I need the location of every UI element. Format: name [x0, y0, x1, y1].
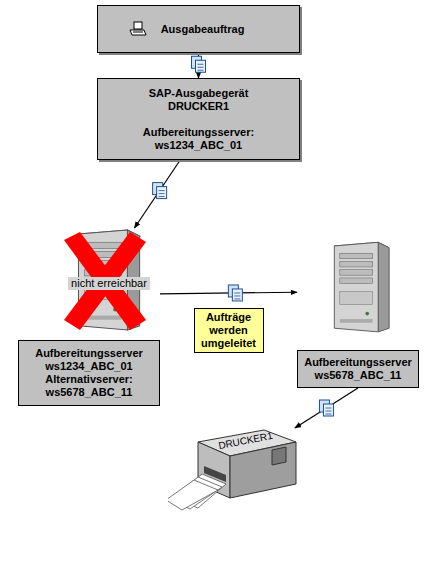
document-icon — [153, 183, 167, 199]
document-icon — [319, 400, 333, 416]
drawing-part — [340, 270, 373, 275]
drawing-part — [323, 404, 333, 416]
drawing-part — [196, 60, 206, 72]
server-node: nicht erreichbarAufbereitungsserver ws12… — [18, 228, 160, 406]
box-text: SAP-Ausgabegerät DRUCKER1 — [134, 87, 264, 113]
drawing-part — [198, 70, 204, 71]
drawing-part — [325, 408, 331, 409]
drawing-part — [340, 278, 373, 283]
drawing-part — [334, 242, 378, 332]
drawing-part — [198, 67, 204, 68]
drawing-part — [168, 480, 218, 510]
drawing-part — [232, 289, 242, 301]
drawing-part — [234, 292, 240, 293]
drawing-part — [133, 32, 143, 33]
drawing-part — [198, 64, 204, 65]
document-icon — [192, 56, 206, 72]
drawing-part — [340, 253, 373, 258]
server-label-box: Aufbereitungsserver ws5678_ABC_11 — [297, 350, 419, 388]
drawing-part — [159, 190, 165, 191]
drawing-part — [325, 414, 331, 415]
drawing-part — [378, 242, 389, 332]
printer-node: DRUCKER1 — [168, 428, 303, 513]
process-box: SAP-Ausgabegerät DRUCKER1Aufbereitungsse… — [97, 78, 300, 160]
server-text: Aufbereitungsserver ws5678_ABC_11 — [303, 356, 413, 382]
flow-arrow — [134, 160, 180, 228]
drawing-part — [230, 442, 296, 498]
drawing-part — [272, 447, 286, 465]
server-tower — [327, 236, 391, 340]
drawing-part — [325, 411, 331, 412]
drawing-part — [159, 196, 165, 197]
drawing-part — [134, 22, 142, 29]
print-icon — [129, 21, 147, 37]
server-label-box: Aufbereitungsserver ws1234_ABC_01 Altern… — [18, 340, 160, 406]
flow-arrow — [295, 388, 358, 428]
status-label: nicht erreichbar — [68, 277, 150, 290]
drawing-part — [234, 298, 240, 299]
server-node: Aufbereitungsserver ws5678_ABC_11 — [297, 236, 419, 388]
box-text: Aufbereitungsserver: ws1234_ABC_01 — [134, 126, 264, 152]
process-box: Ausgabeauftrag — [97, 5, 300, 53]
drawing-part — [130, 30, 146, 35]
drawing-part — [340, 261, 373, 266]
drawing-part — [365, 312, 369, 316]
document-icon — [228, 285, 242, 301]
drawing-part — [340, 319, 373, 323]
drawing-part — [157, 187, 167, 199]
edge-note: Aufträge werden umgeleitet — [194, 308, 264, 353]
drawing-part — [159, 193, 165, 194]
drawing-part — [340, 292, 373, 305]
server-text: Aufbereitungsserver ws1234_ABC_01 Altern… — [25, 347, 153, 399]
drawing-part — [234, 295, 240, 296]
box-text: Ausgabeauftrag — [161, 23, 245, 36]
